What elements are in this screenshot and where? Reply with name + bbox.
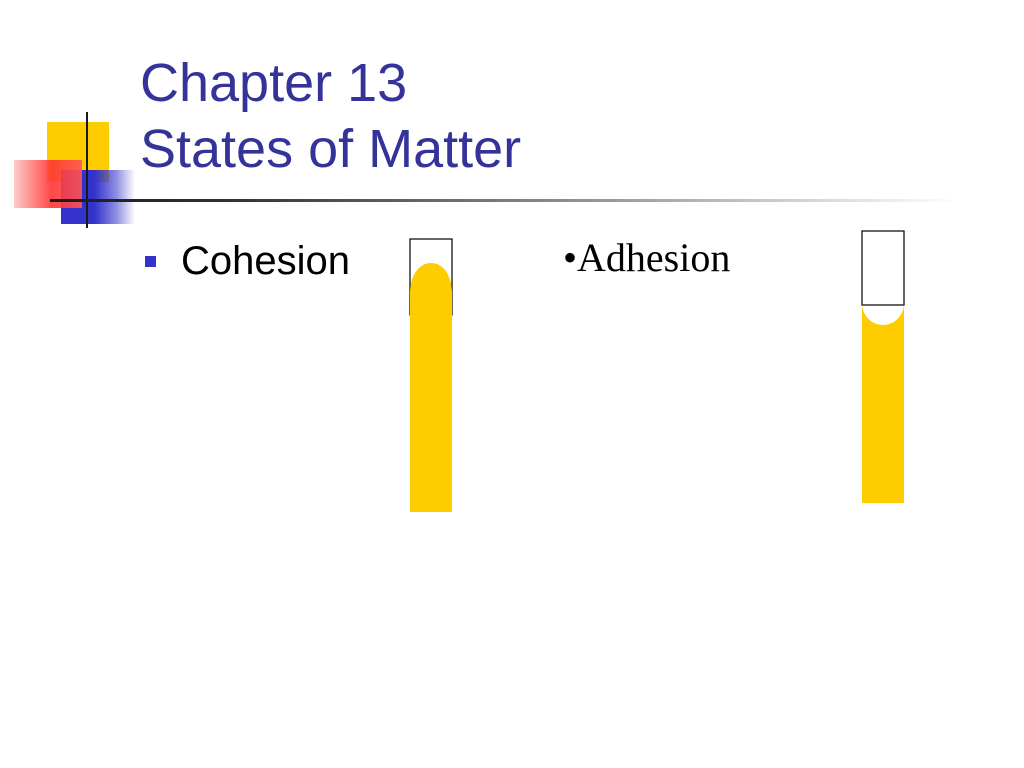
cohesion-liquid-column — [410, 263, 452, 512]
slide-title: Chapter 13 States of Matter — [140, 50, 521, 182]
bullet-item-cohesion: Cohesion — [145, 236, 350, 286]
cohesion-tube-illustration — [409, 238, 453, 512]
slide-title-line-1: Chapter 13 — [140, 53, 408, 113]
cohesion-label: Cohesion — [181, 239, 351, 283]
adhesion-label: •Adhesion — [563, 235, 731, 280]
slide-title-line-2: States of Matter — [140, 119, 522, 179]
bullet-square-icon — [145, 255, 156, 267]
adhesion-liquid-column — [862, 295, 904, 503]
title-underline — [50, 199, 960, 202]
adhesion-tube-outline — [861, 230, 905, 306]
ornament-vertical-line — [86, 112, 88, 228]
adhesion-tube-illustration — [861, 230, 905, 503]
